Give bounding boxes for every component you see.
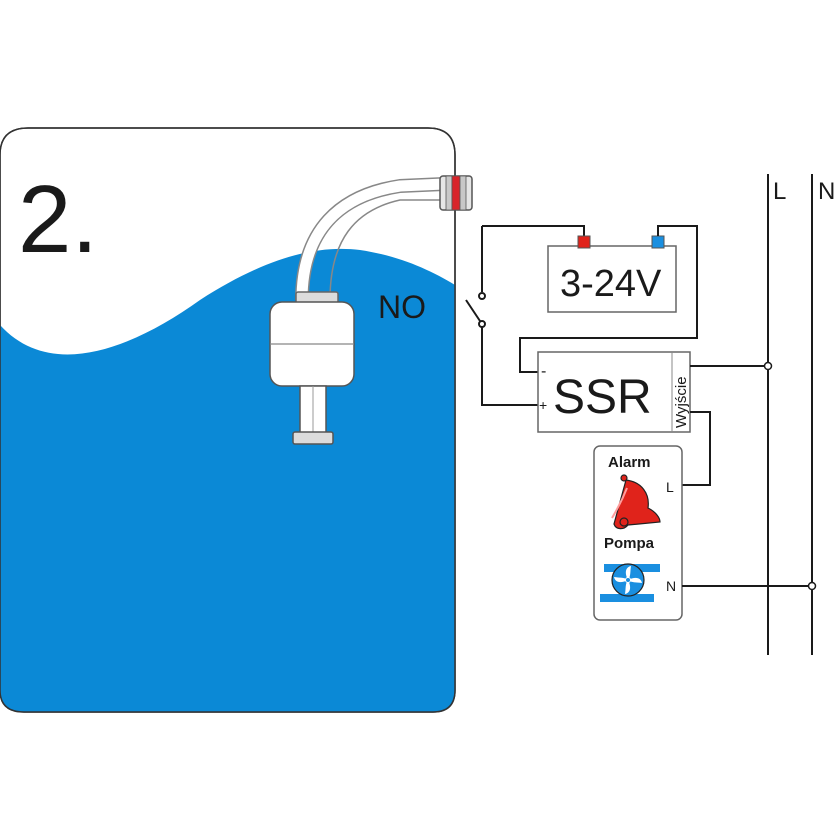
step-number: 2. [18,166,98,273]
power-supply [547,235,677,313]
load-terminal-n: N [666,578,676,594]
switch-state-label: NO [378,289,426,325]
pump-icon [600,563,660,602]
cable-gland [439,175,473,211]
alarm-label: Alarm [608,454,651,471]
load-terminal-l: L [666,479,674,495]
junction-line [763,361,773,371]
ssr-output-load-wire [682,411,711,486]
ssr-plus: + [539,397,547,413]
ssr-label: SSR [553,371,652,424]
mains-bus [767,174,813,655]
power-supply-label: 3-24V [560,263,662,305]
float-switch-icon [269,177,445,445]
ssr-output-label: Wyjście [673,376,690,428]
mains-line-label: L [773,178,786,205]
bell-icon [611,474,661,530]
float-switch-contact [465,225,585,406]
tank-outline [0,127,456,713]
ssr-module [537,351,691,433]
positive-terminal [577,235,591,249]
ssr-minus: - [541,363,546,380]
negative-terminal [651,235,665,249]
pump-label: Pompa [604,535,655,552]
junction-neutral [807,581,817,591]
negative-wire [519,225,698,373]
mains-neutral-label: N [818,178,835,205]
